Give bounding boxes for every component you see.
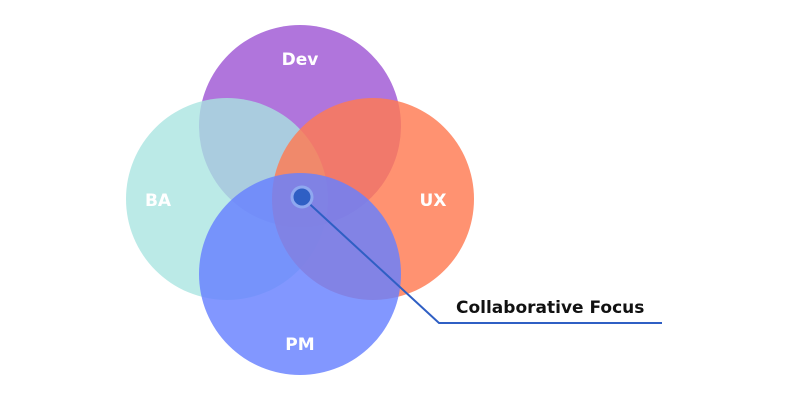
circle-pm: [199, 173, 401, 375]
label-pm: PM: [285, 335, 314, 355]
label-dev: Dev: [282, 50, 319, 70]
center-marker: [290, 185, 314, 209]
label-ux: UX: [420, 191, 447, 211]
label-ba: BA: [145, 191, 172, 211]
callout-leader-line: [301, 196, 662, 324]
venn-circles: [126, 25, 474, 375]
callout-label: Collaborative Focus: [456, 298, 644, 318]
